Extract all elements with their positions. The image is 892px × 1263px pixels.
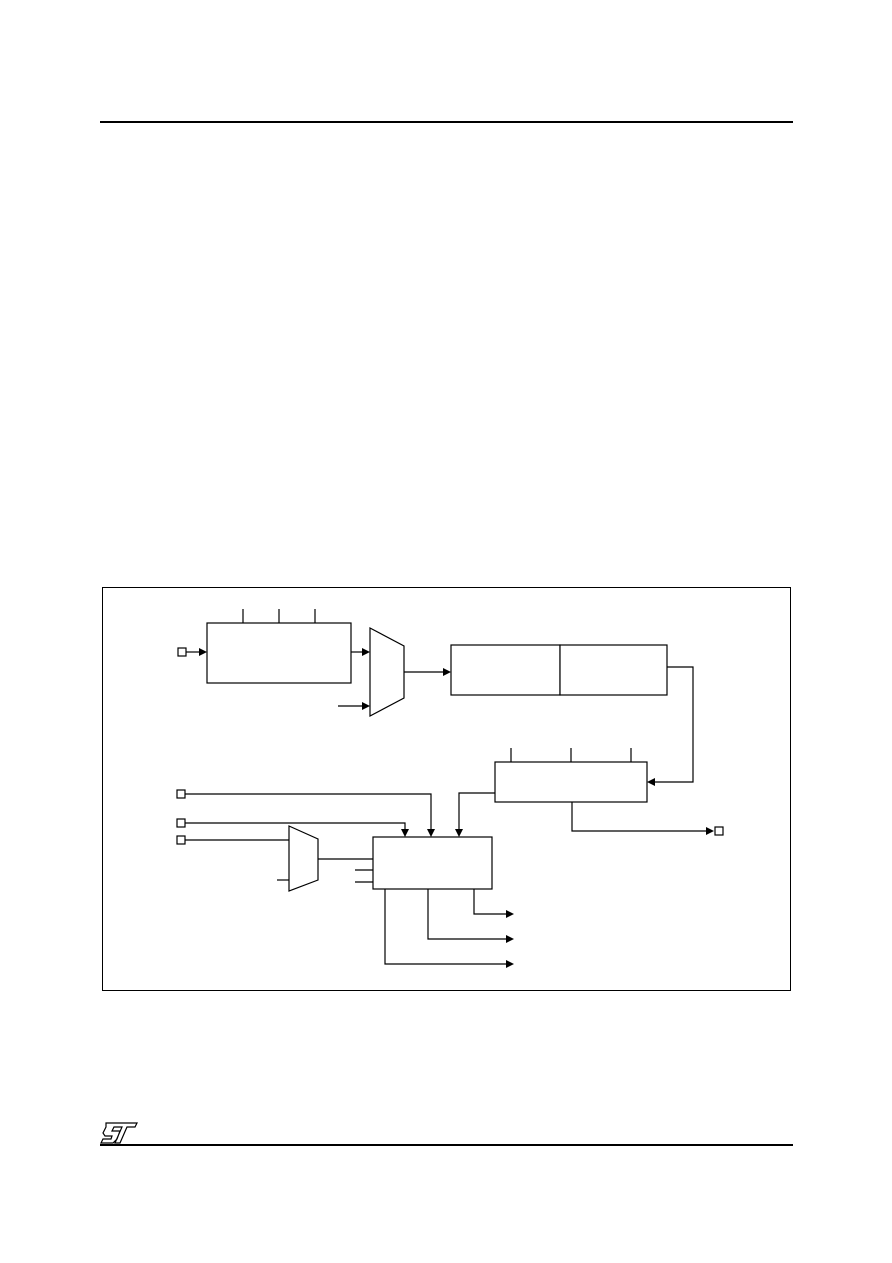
header-rule	[100, 121, 793, 123]
figure-frame	[102, 587, 791, 991]
st-logo-icon	[100, 1122, 138, 1144]
footer-rule	[100, 1144, 793, 1146]
